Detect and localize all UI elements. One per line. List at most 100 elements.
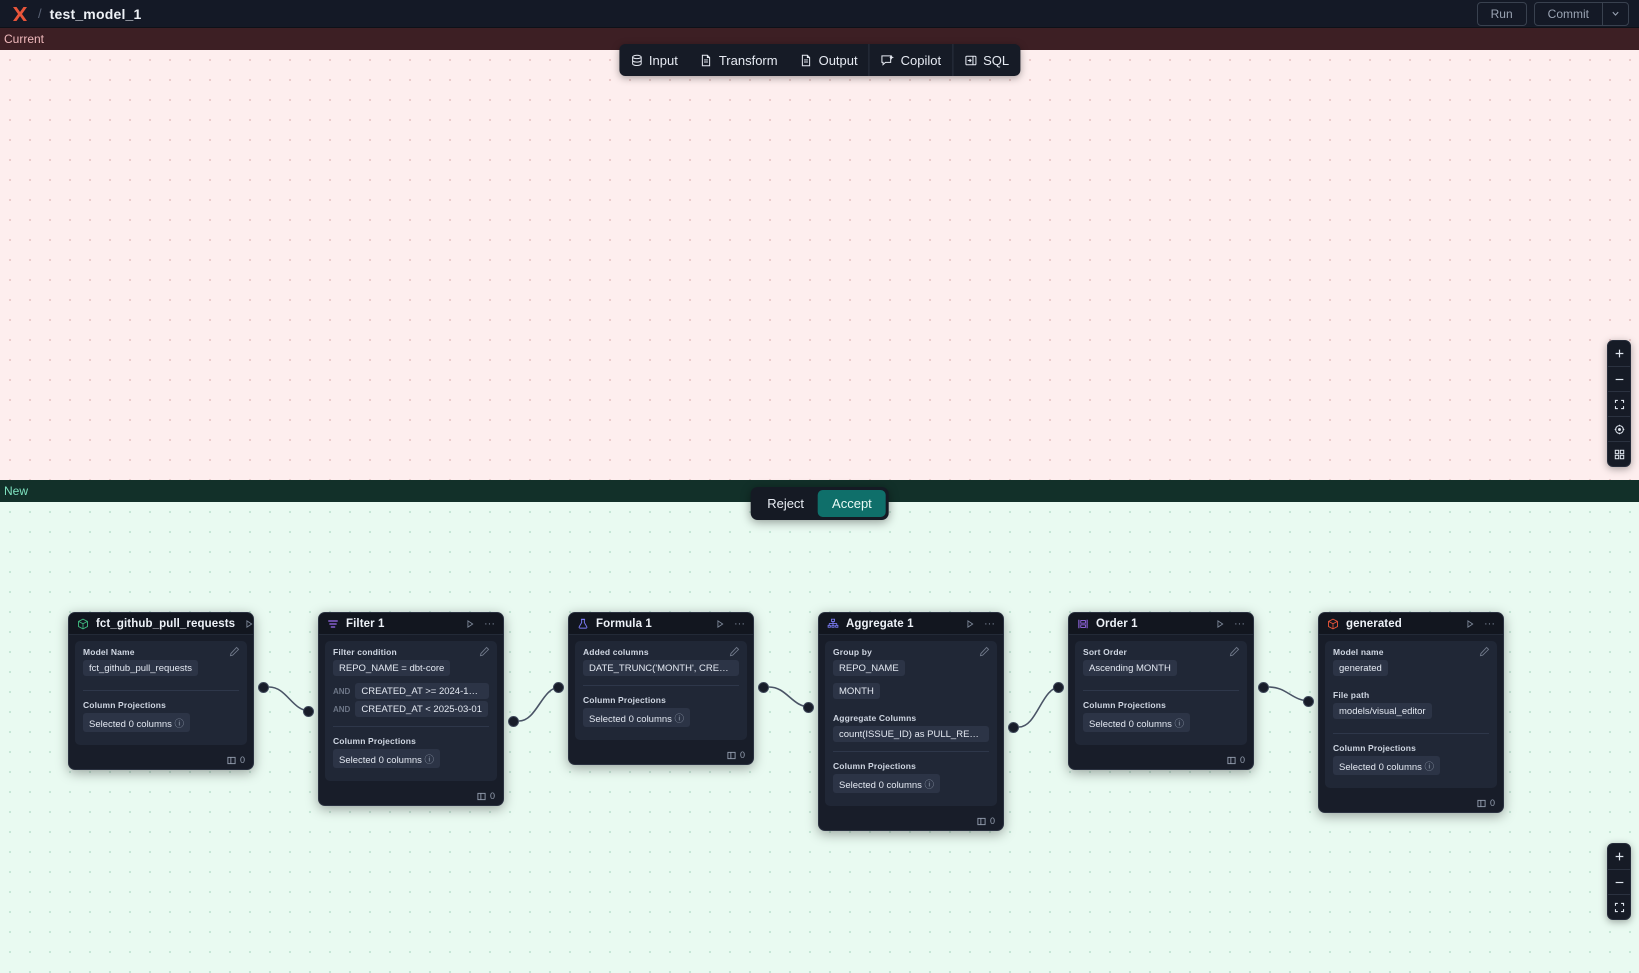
node-formula[interactable]: Formula 1 ··· Added columns DATE_TRUNC('… (568, 612, 754, 765)
node-title: Filter 1 (346, 617, 385, 630)
node-filter[interactable]: Filter 1 ··· Filter condition REPO_NAME … (318, 612, 504, 806)
app-logo-icon[interactable] (10, 4, 30, 24)
commit-button[interactable]: Commit (1547, 6, 1589, 21)
node-body: Filter condition REPO_NAME = dbt-core AN… (325, 641, 497, 781)
connector-dot-aggregate-out[interactable] (1008, 722, 1019, 733)
projections-chip[interactable]: Selected 0 columns (1333, 756, 1441, 775)
filter-icon (327, 618, 339, 630)
minus-icon[interactable] (1608, 366, 1630, 391)
pencil-icon[interactable] (729, 646, 740, 657)
top-bar: / test_model_1 Run Commit (0, 0, 1639, 28)
node-generated[interactable]: generated ··· Model name generated File … (1318, 612, 1504, 813)
node-body: Model name generated File path models/vi… (1325, 641, 1497, 788)
field-chip[interactable]: DATE_TRUNC('MONTH', CREATED_AT… (583, 660, 739, 676)
field-label: Aggregate Columns (833, 713, 917, 723)
toolbar-item-input[interactable]: Input (619, 44, 689, 76)
pencil-icon[interactable] (479, 646, 490, 657)
node-title: generated (1346, 617, 1402, 630)
columns-icon (977, 817, 986, 826)
pencil-icon[interactable] (979, 646, 990, 657)
node-footer: 0 (319, 787, 503, 805)
row-count: 0 (489, 791, 495, 801)
projections-chip[interactable]: Selected 0 columns (1083, 713, 1191, 732)
play-icon[interactable] (1465, 619, 1475, 629)
canvas-new[interactable]: fct_github_pull_requests ··· Model Name … (0, 502, 1639, 973)
connector-dot-filter-out[interactable] (508, 716, 519, 727)
connector-dot-aggregate-in[interactable] (803, 702, 814, 713)
projections-chip[interactable]: Selected 0 columns (583, 708, 691, 727)
toolbar-item-sql[interactable]: SQL (952, 44, 1020, 76)
run-button[interactable]: Run (1476, 1, 1527, 26)
more-dots-icon[interactable]: ··· (984, 617, 995, 630)
divider (333, 726, 489, 727)
toolbar-label: Transform (718, 52, 778, 68)
aggregate-chip[interactable]: count(ISSUE_ID) as PULL_REQUEST_… (833, 726, 989, 742)
minus-icon[interactable] (1608, 869, 1630, 894)
chevron-down-icon[interactable] (1602, 2, 1628, 25)
field-chip[interactable]: Ascending MONTH (1083, 660, 1177, 676)
canvas-current[interactable] (0, 50, 1639, 480)
toolbar-item-output[interactable]: Output (789, 44, 869, 76)
projections-chip[interactable]: Selected 0 columns (833, 774, 941, 793)
plus-icon[interactable] (1608, 341, 1630, 366)
play-icon[interactable] (244, 619, 253, 629)
more-dots-icon[interactable]: ··· (484, 617, 495, 630)
field-chip[interactable]: fct_github_pull_requests (83, 660, 198, 676)
connector-dot-order-in[interactable] (1053, 682, 1064, 693)
connector-dot-formula-in[interactable] (553, 682, 564, 693)
connector-dot-formula-out[interactable] (758, 682, 769, 693)
node-body: Added columns DATE_TRUNC('MONTH', CREATE… (575, 641, 747, 740)
connector-dot-source-out[interactable] (258, 682, 269, 693)
pencil-icon[interactable] (1479, 646, 1490, 657)
plus-icon[interactable] (1608, 844, 1630, 869)
file-path-chip[interactable]: models/visual_editor (1333, 703, 1432, 719)
fit-view-icon[interactable] (1608, 894, 1630, 919)
connector-dot-order-out[interactable] (1258, 682, 1269, 693)
projections-label: Column Projections (833, 761, 916, 771)
connector-dot-filter-in[interactable] (303, 706, 314, 717)
pane-new: New (0, 480, 1639, 973)
filter-conjunction: AND (333, 686, 351, 696)
groupby-chip-1[interactable]: REPO_NAME (833, 660, 905, 676)
row-count: 0 (739, 750, 745, 760)
reject-button[interactable]: Reject (767, 496, 805, 511)
grid-layout-icon[interactable] (1608, 441, 1630, 466)
filter-conjunction: AND (333, 704, 351, 714)
divider (833, 751, 989, 752)
play-icon[interactable] (715, 619, 725, 629)
pencil-icon[interactable] (229, 646, 240, 657)
more-dots-icon[interactable]: ··· (1234, 617, 1245, 630)
aggregate-icon (827, 618, 839, 630)
columns-icon (727, 751, 736, 760)
accept-button[interactable]: Accept (818, 490, 886, 517)
play-icon[interactable] (465, 619, 475, 629)
toolbar-item-transform[interactable]: Transform (689, 44, 789, 76)
groupby-chip-2[interactable]: MONTH (833, 683, 880, 699)
node-source[interactable]: fct_github_pull_requests ··· Model Name … (68, 612, 254, 770)
node-order[interactable]: Order 1 ··· Sort Order Ascending MONTH C… (1068, 612, 1254, 770)
projections-chip[interactable]: Selected 0 columns (83, 713, 191, 732)
model-name-chip[interactable]: generated (1333, 660, 1388, 676)
toolbar-item-copilot[interactable]: Copilot (868, 44, 952, 76)
filter-chip-2[interactable]: CREATED_AT >= 2024-12-01 (355, 683, 489, 699)
play-icon[interactable] (965, 619, 975, 629)
commit-button-group: Commit (1533, 1, 1629, 26)
filter-chip-3[interactable]: CREATED_AT < 2025-03-01 (355, 701, 489, 717)
divider (1083, 690, 1239, 691)
node-aggregate[interactable]: Aggregate 1 ··· Group by REPO_NAME MONTH (818, 612, 1004, 831)
fit-view-icon[interactable] (1608, 391, 1630, 416)
field-label: Model Name (83, 647, 135, 657)
more-dots-icon[interactable]: ··· (734, 617, 745, 630)
connector-dot-generated-in[interactable] (1303, 696, 1314, 707)
node-title: Formula 1 (596, 617, 652, 630)
pencil-icon[interactable] (1229, 646, 1240, 657)
columns-icon (227, 756, 236, 765)
lock-target-icon[interactable] (1608, 416, 1630, 441)
field-label: Sort Order (1083, 647, 1128, 657)
projections-chip[interactable]: Selected 0 columns (333, 749, 441, 768)
node-footer: 0 (569, 746, 753, 764)
node-body: Group by REPO_NAME MONTH Aggregate Colum… (825, 641, 997, 806)
play-icon[interactable] (1215, 619, 1225, 629)
filter-chip-1[interactable]: REPO_NAME = dbt-core (333, 660, 451, 676)
more-dots-icon[interactable]: ··· (1484, 617, 1495, 630)
